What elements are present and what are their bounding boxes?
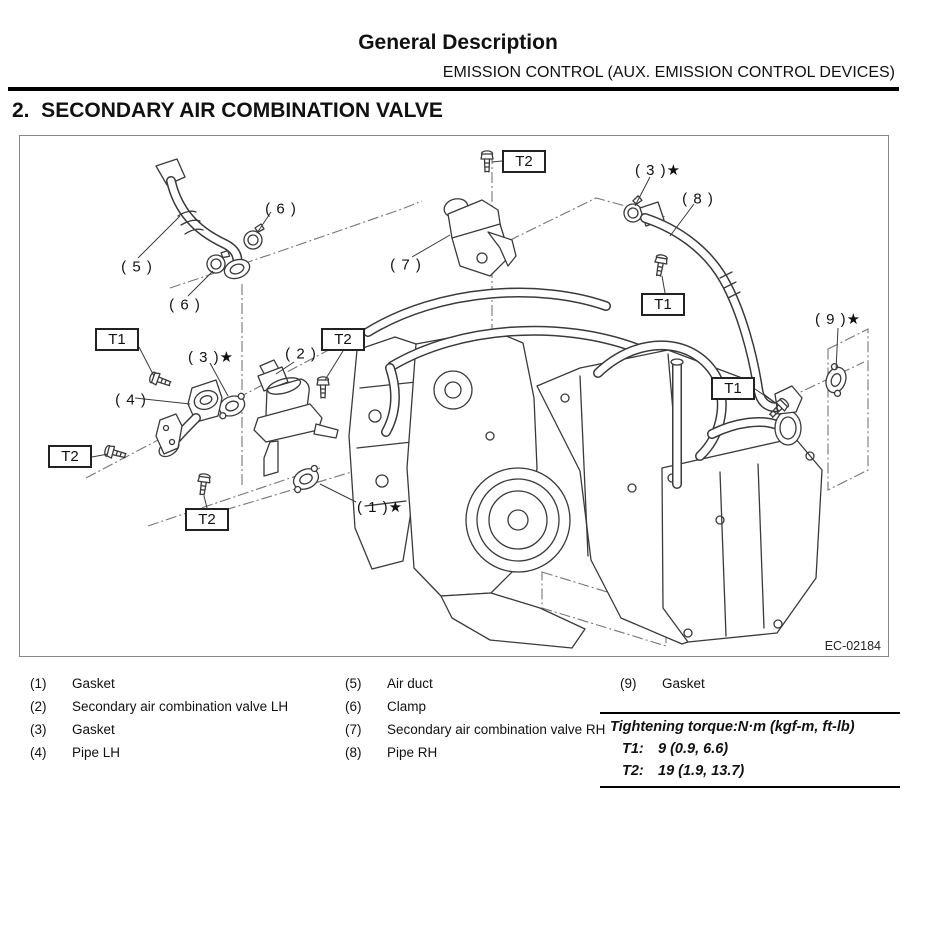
torque-row-t1: T1: 9 (0.9, 6.6) <box>600 738 900 760</box>
phantom-lines <box>85 153 869 647</box>
figure-code: EC-02184 <box>824 639 881 653</box>
legend-item: (2) Secondary air combination valve LH <box>30 695 292 718</box>
legend-item: (6) Clamp <box>345 695 607 718</box>
legend-item: (5) Air duct <box>345 672 607 695</box>
leader-lines <box>91 160 839 509</box>
legend-item: (8) Pipe RH <box>345 741 607 764</box>
part-label-2: ( 2 ) <box>285 345 317 363</box>
page-subtitle: EMISSION CONTROL (AUX. EMISSION CONTROL … <box>442 64 895 81</box>
engine-block-art <box>348 287 823 649</box>
page-title: General Description <box>358 31 558 54</box>
torque-row-t2: T2: 19 (1.9, 13.7) <box>600 760 900 782</box>
part-label-3-top-right: ( 3 )★ <box>634 162 682 179</box>
torque-callout-t1-top-right: T1 <box>641 293 685 316</box>
torque-callout-t1-right: T1 <box>711 377 755 400</box>
bolt-icon <box>102 443 128 463</box>
torque-callout-t2-mid: T2 <box>321 328 365 351</box>
legend-item-number: (5) <box>345 676 362 691</box>
header-rule <box>8 87 899 91</box>
part-label-6-bottom: ( 6 ) <box>169 296 201 314</box>
torque-table: Tightening torque:N·m (kgf-m, ft-lb) T1:… <box>600 712 900 788</box>
legend-item-name: Secondary air combination valve RH <box>387 722 606 737</box>
legend-item-name: Clamp <box>387 699 427 714</box>
bolt-icon <box>652 253 669 278</box>
legend-item: (7) Secondary air combination valve RH <box>345 718 607 741</box>
legend-item-number: (3) <box>30 722 47 737</box>
part-valve-rh <box>443 198 517 277</box>
torque-callout-t2-far-left: T2 <box>48 445 92 468</box>
torque-row-value: 9 (0.9, 6.6) <box>658 741 729 757</box>
part-label-3-left: ( 3 )★ <box>187 349 235 366</box>
part-label-6-top: ( 6 ) <box>265 200 297 218</box>
legend-item: (4) Pipe LH <box>30 741 292 764</box>
torque-row-value: 19 (1.9, 13.7) <box>658 763 745 779</box>
legend-item: (9) Gasket <box>620 672 882 695</box>
torque-callout-t1-left: T1 <box>95 328 139 351</box>
legend-item-name: Pipe LH <box>72 745 121 760</box>
legend-item-number: (7) <box>345 722 362 737</box>
part-label-1: ( 1 )★ <box>356 499 404 516</box>
legend-item-number: (4) <box>30 745 47 760</box>
part-label-5: ( 5 ) <box>121 258 153 276</box>
legend-item-number: (1) <box>30 676 47 691</box>
legend-item-number: (6) <box>345 699 362 714</box>
legend-item-name: Air duct <box>387 676 433 691</box>
part-label-8: ( 8 ) <box>682 190 714 208</box>
legend-item: (1) Gasket <box>30 672 292 695</box>
legend-item-number: (9) <box>620 676 637 691</box>
bolt-icon <box>480 150 494 173</box>
legend-column-1: (1) Gasket (2) Secondary air combination… <box>30 672 292 764</box>
bolt-icon <box>147 370 173 391</box>
legend-item-name: Pipe RH <box>387 745 438 760</box>
legend-item-name: Gasket <box>72 722 115 737</box>
part-air-duct <box>155 158 251 280</box>
legend-column-3: (9) Gasket <box>620 672 882 695</box>
torque-row-label: T2: <box>622 763 644 779</box>
legend-item-name: Gasket <box>662 676 705 691</box>
section-heading: 2. SECONDARY AIR COMBINATION VALVE <box>12 99 443 122</box>
bolt-icon <box>316 376 330 399</box>
part-pipe-lh <box>155 379 223 458</box>
legend-column-2: (5) Air duct (6) Clamp (7) Secondary air… <box>345 672 607 764</box>
exploded-view-diagram: T2 T1 T1 T1 T2 T2 T2 ( 5 ) ( 6 ) ( 6 ) (… <box>19 135 889 657</box>
legend-item-number: (2) <box>30 699 47 714</box>
diagram-artwork <box>85 150 869 649</box>
part-label-4: ( 4 ) <box>115 391 147 409</box>
legend-item-number: (8) <box>345 745 362 760</box>
torque-row-label: T1: <box>622 741 644 757</box>
legend-item: (3) Gasket <box>30 718 292 741</box>
torque-callout-t2-lower: T2 <box>185 508 229 531</box>
torque-table-title: Tightening torque:N·m (kgf-m, ft-lb) <box>610 719 855 735</box>
torque-callout-t2-top: T2 <box>502 150 546 173</box>
legend-item-name: Secondary air combination valve LH <box>72 699 289 714</box>
part-label-9: ( 9 )★ <box>814 311 862 328</box>
part-label-7: ( 7 ) <box>390 256 422 274</box>
legend-item-name: Gasket <box>72 676 115 691</box>
part-valve-lh <box>253 359 339 477</box>
bolt-icon <box>195 472 212 497</box>
